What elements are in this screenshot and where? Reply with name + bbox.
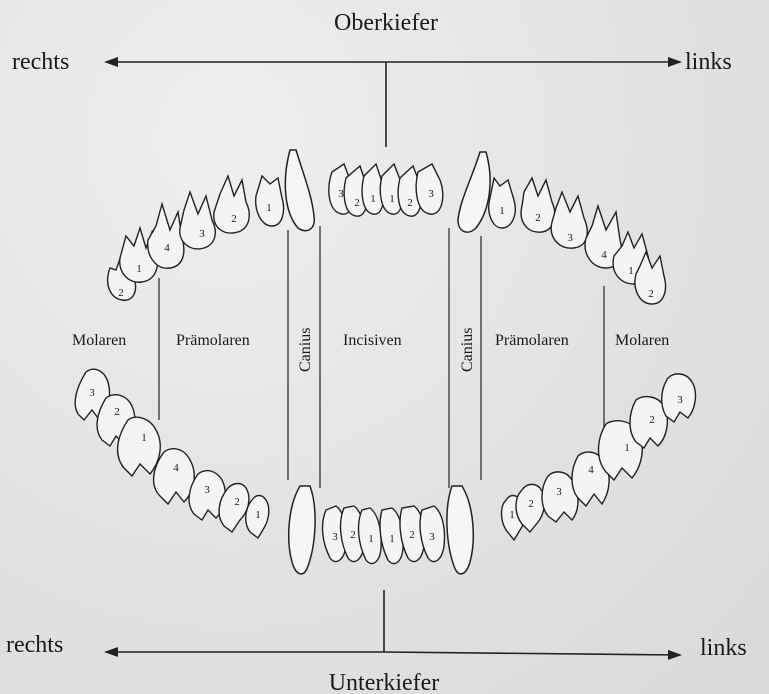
- links-bottom-label: links: [700, 635, 747, 661]
- lower-right-molar-2-number: 2: [114, 406, 120, 418]
- lower-horizontal-arrow-right: [384, 652, 680, 655]
- upper-left-premolar-2: [521, 178, 555, 232]
- upper-right-molar-2-number: 2: [118, 287, 124, 299]
- upper-right-premolar-4: [148, 204, 184, 268]
- upper-right-molar-1-number: 1: [136, 263, 142, 275]
- lower-left-incisor-3-number: 3: [429, 531, 435, 543]
- upper-right-incisor-3-number: 3: [338, 188, 344, 200]
- upper-right-premolar-4-number: 4: [164, 242, 170, 254]
- upper-left-premolar-3-number: 3: [567, 232, 573, 244]
- lower-right-premolar-1-number: 1: [255, 509, 261, 521]
- upper-right-premolar-3: [180, 192, 215, 249]
- upper-left-premolar-1: [489, 178, 516, 228]
- lower-left-molar-1-number: 1: [624, 442, 630, 454]
- canius-right-label: Canius: [459, 328, 476, 372]
- lower-left-molar-2-number: 2: [649, 414, 655, 426]
- upper-left-molar-1-number: 1: [628, 265, 634, 277]
- lower-right-incisor-3-number: 3: [332, 531, 338, 543]
- upper-left-premolar-4-number: 4: [601, 249, 607, 261]
- upper-right-incisor-2-number: 2: [354, 197, 360, 209]
- rechts-top-label: rechts: [12, 49, 69, 75]
- incisiven-label: Incisiven: [343, 332, 402, 349]
- upper-right-premolar-3-number: 3: [199, 228, 205, 240]
- unterkiefer-label: Unterkiefer: [329, 670, 440, 694]
- upper-right-premolar-1-number: 1: [266, 202, 272, 214]
- molaren-right-label: Molaren: [615, 332, 669, 349]
- upper-left-canine: [458, 152, 490, 232]
- lower-left-canine: [447, 486, 473, 574]
- upper-right-canine: [285, 150, 314, 231]
- lower-right-incisor-1-number: 1: [368, 533, 374, 545]
- lower-left-incisor-1-number: 1: [389, 533, 395, 545]
- lower-right-molar-3-number: 3: [89, 387, 95, 399]
- upper-left-molar-2-number: 2: [648, 288, 654, 300]
- rechts-bottom-label: rechts: [6, 632, 63, 658]
- upper-left-premolar-2-number: 2: [535, 212, 541, 224]
- lower-right-incisor-2-number: 2: [350, 529, 356, 541]
- upper-left-incisor-1-number: 1: [389, 193, 395, 205]
- canius-left-label: Canius: [297, 328, 314, 372]
- molaren-left-label: Molaren: [72, 332, 126, 349]
- lower-right-premolar-4-number: 4: [173, 462, 179, 474]
- lower-right-molar-1: [118, 417, 161, 476]
- upper-right-incisor-1-number: 1: [370, 193, 376, 205]
- lower-left-premolar-4-number: 4: [588, 464, 594, 476]
- lower-right-molar-1-number: 1: [141, 432, 147, 444]
- lower-left-incisor-2-number: 2: [409, 529, 415, 541]
- lower-right-premolar-4: [154, 449, 195, 504]
- lower-right-premolar-3-number: 3: [204, 484, 210, 496]
- lower-left-molar-3-number: 3: [677, 394, 683, 406]
- upper-right-premolar-1: [256, 176, 284, 226]
- praemolaren-right-label: Prämolaren: [495, 332, 569, 349]
- praemolaren-left-label: Prämolaren: [176, 332, 250, 349]
- links-top-label: links: [685, 49, 732, 75]
- lower-right-canine: [289, 486, 315, 574]
- lower-left-premolar-2-number: 2: [528, 498, 534, 510]
- lower-right-premolar-2-number: 2: [234, 496, 240, 508]
- upper-right-premolar-2-number: 2: [231, 213, 237, 225]
- oberkiefer-label: Oberkiefer: [334, 10, 438, 36]
- lower-left-premolar-1-number: 1: [509, 509, 515, 521]
- lower-left-premolar-3-number: 3: [556, 486, 562, 498]
- upper-left-incisor-2-number: 2: [407, 197, 413, 209]
- upper-left-premolar-1-number: 1: [499, 205, 505, 217]
- upper-left-incisor-3-number: 3: [428, 188, 434, 200]
